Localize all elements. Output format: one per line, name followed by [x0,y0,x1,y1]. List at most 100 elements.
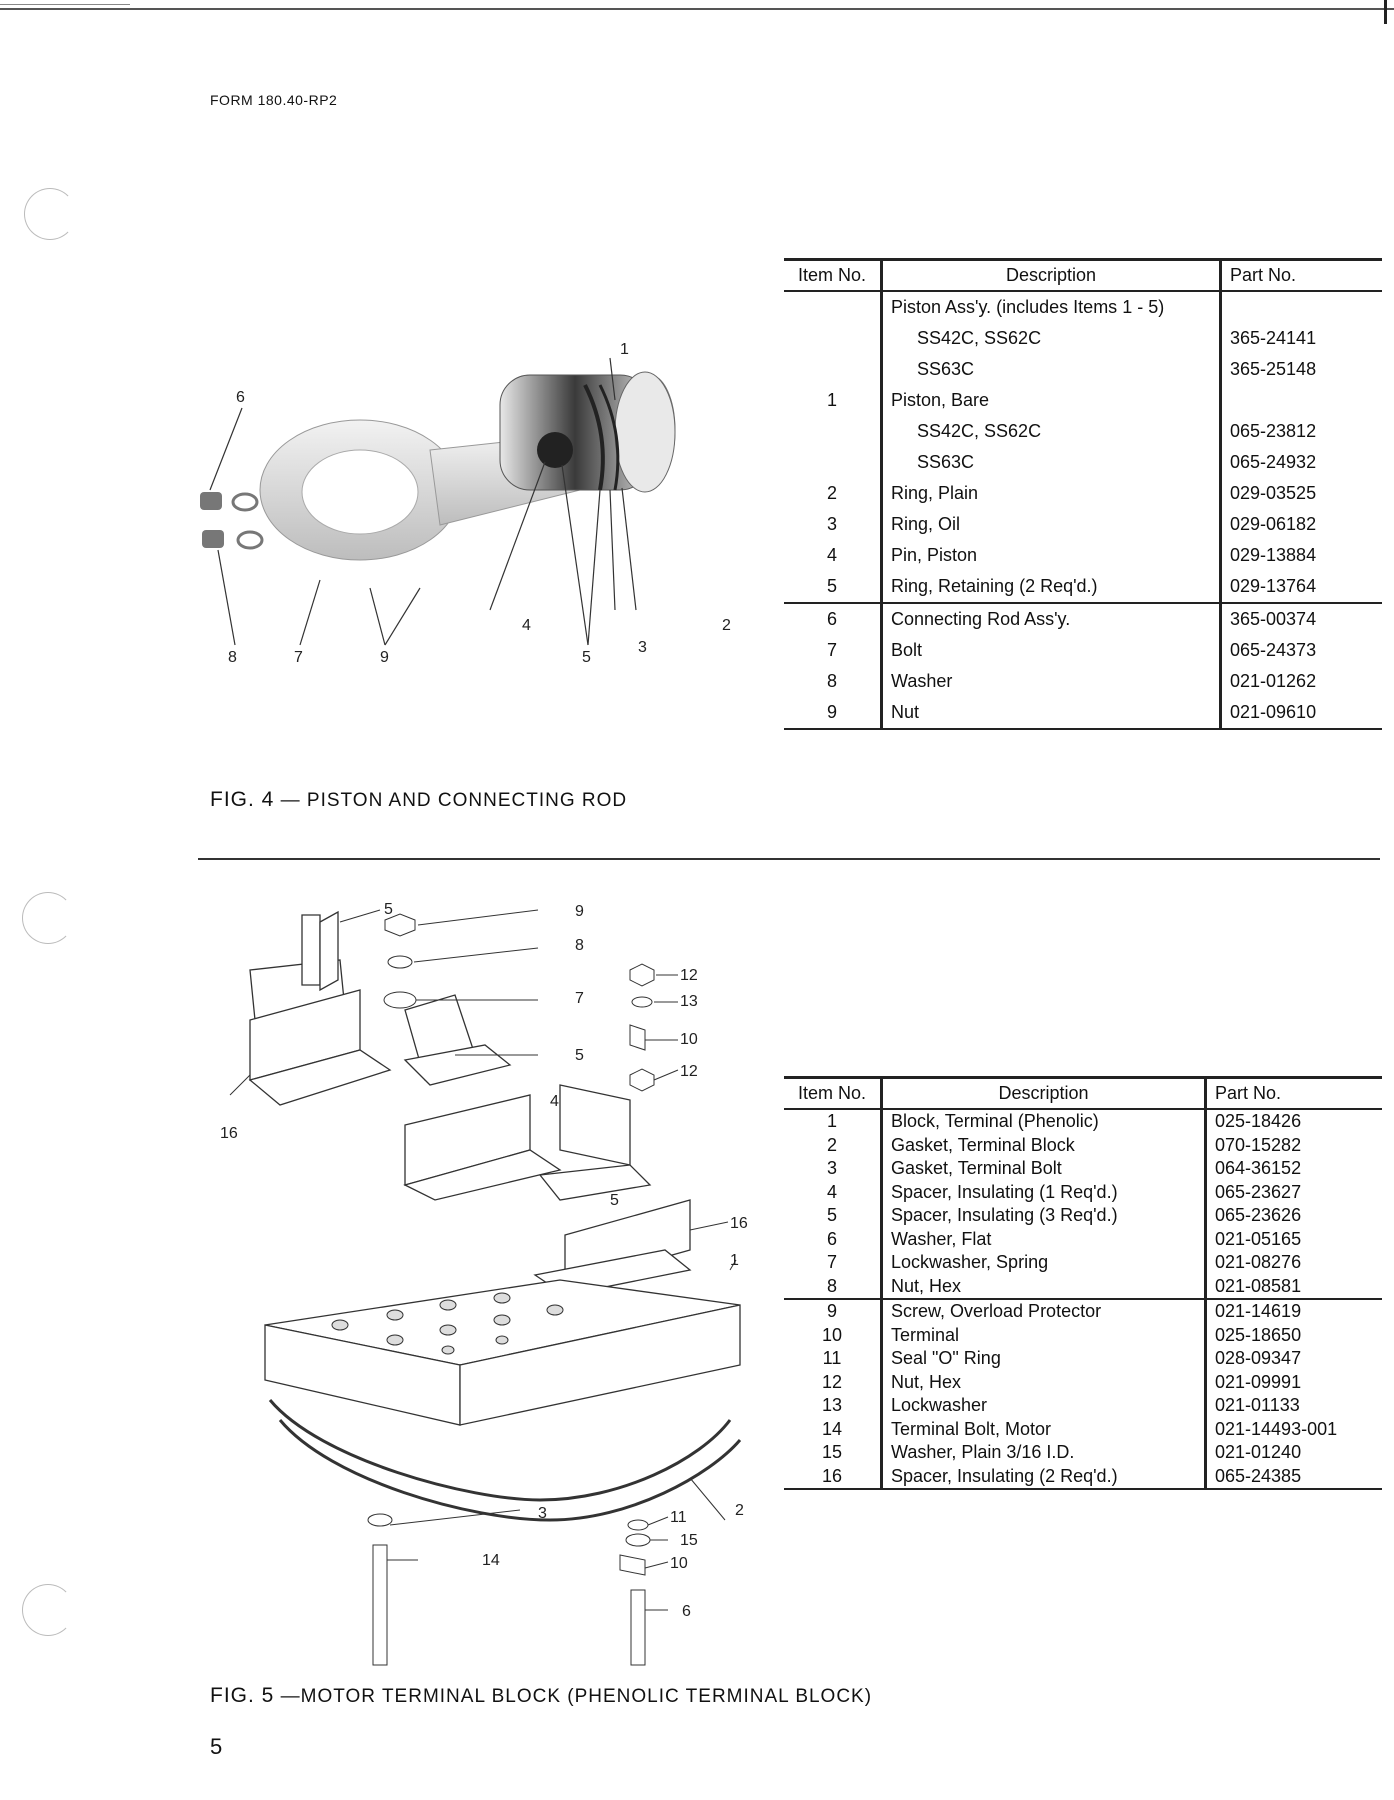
binder-hole-2 [22,892,74,944]
description-cell: Nut [881,697,1222,730]
item-no-cell [784,354,883,385]
description-cell: Terminal Bolt, Motor [881,1417,1207,1441]
description-cell: Connecting Rod Ass'y. [881,602,1222,635]
item-no-cell: 2 [784,478,883,509]
item-no-cell: 6 [784,602,883,635]
part-no-cell: 029-13764 [1230,576,1317,596]
bolt-14 [372,1544,388,1666]
top-border [0,8,1394,10]
fig5-callout-2: 2 [735,1502,744,1519]
table-row: SS42C, SS62C 065-23812 [784,416,1382,447]
part-no-cell: 065-24932 [1230,452,1317,472]
item-no-cell: 3 [784,509,883,540]
part-no-cell: 065-24385 [1205,1464,1382,1490]
item-no-cell: 4 [784,540,883,571]
part-no-cell: 028-09347 [1215,1348,1302,1368]
lockwasher-7 [387,955,413,969]
item-no-cell: 9 [784,1298,883,1324]
part-no-cell: 064-36152 [1215,1158,1302,1178]
terminal-10-bottom [619,1554,646,1576]
fig5-callout-12b: 12 [680,1063,698,1080]
washer-1 [231,492,259,512]
item-no-cell: 10 [784,1323,883,1347]
fig4-illustration: 6 8 7 9 4 5 3 2 1 [200,341,731,666]
col-part-no: Part No. [1205,1076,1382,1110]
col-item-no: Item No. [784,1076,883,1110]
item-no-cell: 12 [784,1370,883,1394]
description-cell: Washer, Flat [881,1227,1207,1251]
item-no-cell: 5 [784,1204,883,1228]
gasket-3 [367,1513,393,1527]
description-cell: Spacer, Insulating (3 Req'd.) [881,1204,1207,1228]
part-no-cell: 021-01262 [1230,671,1317,691]
description-cell: Spacer, Insulating (1 Req'd.) [881,1180,1207,1204]
fig5-callout-5b: 5 [575,1047,584,1064]
description-cell: Bolt [881,635,1222,666]
fig5-callout-10a: 10 [680,1031,698,1048]
piston-face [614,371,676,493]
fig4-callout-9: 9 [380,649,389,666]
fig5-callout-11: 11 [670,1509,687,1526]
fig4-dash: — [280,790,301,811]
fig5-callout-12a: 12 [680,967,698,984]
item-no-cell [784,291,883,323]
description-cell: SS42C, SS62C [881,323,1222,354]
fig5-callout-4: 4 [550,1093,559,1110]
part-no-cell: 365-25148 [1230,359,1317,379]
item-no-cell [784,323,883,354]
part-no-cell: 029-13884 [1230,545,1317,565]
part-no-cell: 365-24141 [1230,328,1317,348]
description-cell: Terminal [881,1323,1207,1347]
description-cell: Lockwasher [881,1394,1207,1418]
fig4-callout-3: 3 [638,639,647,656]
fig5-callout-7: 8 [575,937,584,954]
description-cell: Gasket, Terminal Bolt [881,1157,1207,1181]
description-cell: Spacer, Insulating (2 Req'd.) [881,1464,1207,1490]
fig4-callout-5: 5 [582,649,591,666]
screw-9 [630,1589,646,1666]
description-cell: Ring, Plain [881,478,1222,509]
fig4-callout-2: 2 [722,617,731,634]
fig5-caption: FIG. 5 —MOTOR TERMINAL BLOCK (PHENOLIC T… [210,1684,872,1708]
table-row: Piston Ass'y. (includes Items 1 - 5) [784,291,1382,323]
fig4-callout-6: 6 [236,389,245,406]
fig4-callout-1: 1 [620,341,629,358]
description-cell: Pin, Piston [881,540,1222,571]
part-no-cell: 025-18650 [1215,1324,1302,1345]
fig5-illustration: 5 9 8 7 5 12 13 10 12 4 5 16 16 1 2 3 11… [220,901,748,1666]
item-no-cell: 16 [784,1464,883,1490]
item-no-cell: 5 [784,571,883,603]
description-cell: SS42C, SS62C [881,416,1222,447]
fig5-callout-15: 15 [680,1532,698,1549]
hex-nut-12-top [629,963,655,987]
binder-hole-1 [24,188,76,240]
fig5-callout-8: 9 [575,903,584,920]
description-cell: Washer, Plain 3/16 I.D. [881,1441,1207,1465]
description-cell: Block, Terminal (Phenolic) [881,1109,1207,1134]
part-no-cell: 021-01240 [1215,1442,1302,1462]
fig5-callout-16a: 16 [220,1125,238,1142]
item-no-cell: 8 [784,666,883,697]
spacer-5-right [559,1084,631,1166]
fig5-callout-16b: 16 [730,1215,748,1232]
fig5-title: MOTOR TERMINAL BLOCK (PHENOLIC TERMINAL … [300,1686,873,1707]
fig5-callout-13: 13 [680,993,698,1010]
item-no-cell: 3 [784,1157,883,1181]
part-no-cell: 021-01133 [1215,1395,1300,1415]
terminal-block-side [459,1304,741,1426]
part-no-cell: 065-23812 [1230,421,1317,441]
description-cell: SS63C [881,447,1222,478]
item-no-cell [784,416,883,447]
fig5-dash: — [280,1686,301,1707]
description-cell: Piston, Bare [881,385,1222,416]
description-cell: Screw, Overload Protector [881,1298,1207,1324]
table-row: SS63C 065-24932 [784,447,1382,478]
